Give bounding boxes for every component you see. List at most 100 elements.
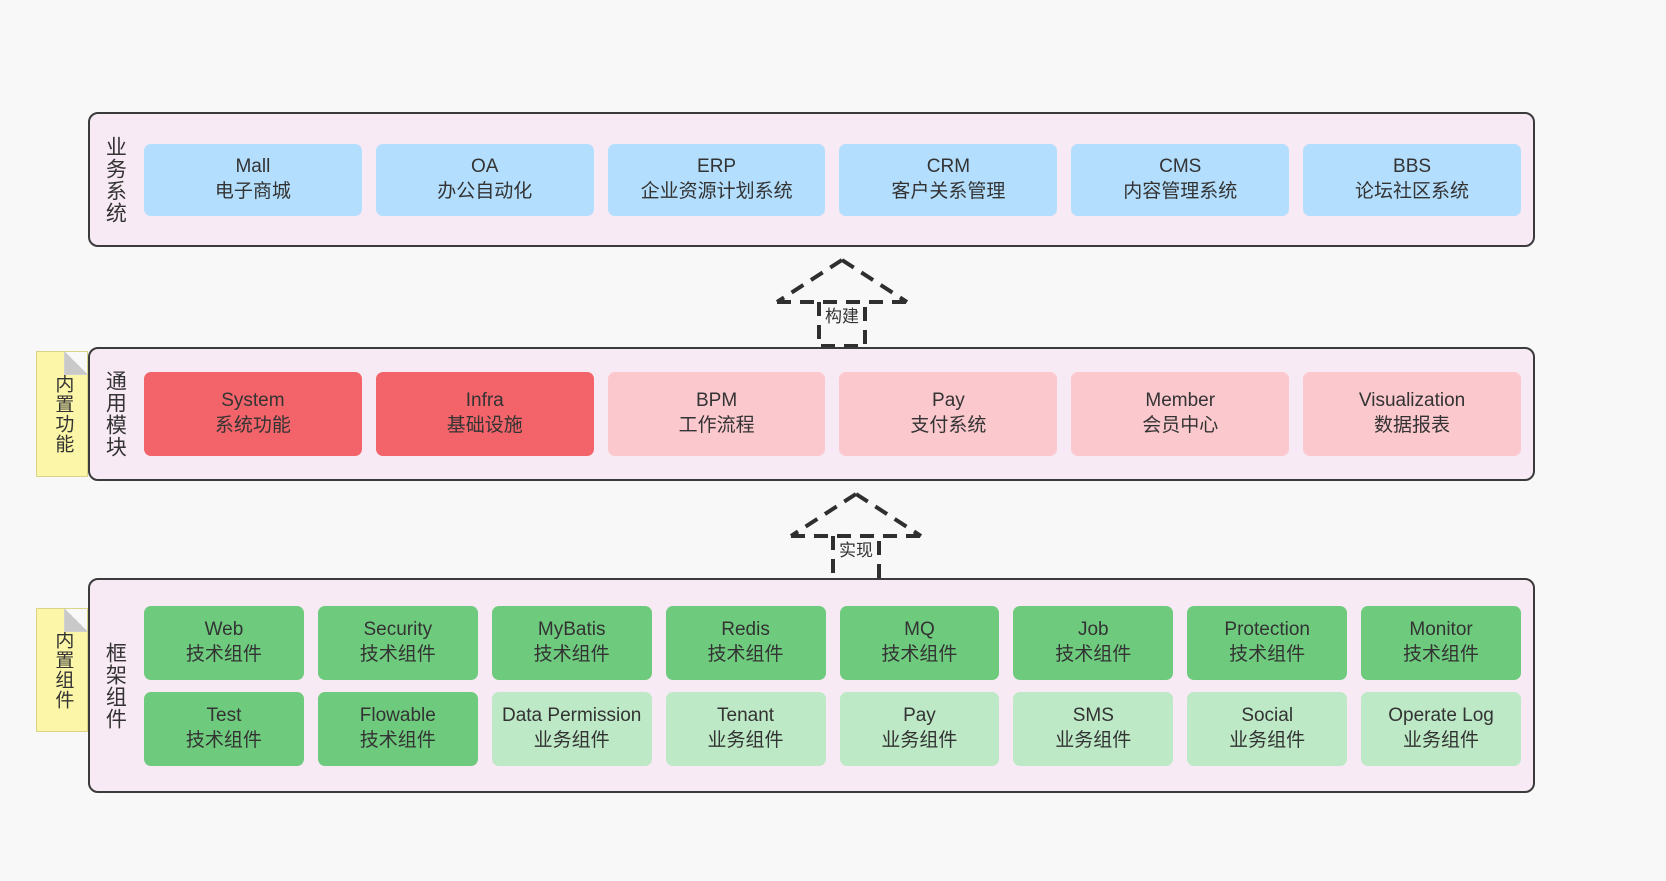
node-cms-cn: 内容管理系统 bbox=[1123, 180, 1238, 202]
node-sms[interactable]: SMS 业务组件 bbox=[1013, 691, 1174, 766]
node-operate-log-en: Operate Log bbox=[1388, 704, 1494, 726]
layer-body-common-module: System 系统功能 Infra 基础设施 BPM 工作流程 Pay 支付系统… bbox=[138, 349, 1533, 479]
node-security-cn: 技术组件 bbox=[359, 643, 436, 665]
node-bpm[interactable]: BPM 工作流程 bbox=[607, 372, 826, 456]
node-system-cn: 系统功能 bbox=[214, 415, 291, 436]
node-test-cn: 技术组件 bbox=[185, 729, 262, 751]
connector-build-label: 构建 bbox=[825, 307, 859, 326]
node-flowable-cn: 技术组件 bbox=[359, 729, 436, 751]
node-monitor[interactable]: Monitor 技术组件 bbox=[1361, 605, 1521, 680]
node-mq-cn: 技术组件 bbox=[881, 643, 958, 665]
node-web[interactable]: Web 技术组件 bbox=[144, 605, 304, 680]
node-erp-en: ERP bbox=[697, 155, 737, 177]
node-oa-en: OA bbox=[471, 155, 499, 177]
layer-business-system: 业务系统 Mall 电子商城 OA 办公自动化 ERP 企业资源计划系统 CRM… bbox=[88, 112, 1535, 247]
node-mq[interactable]: MQ 技术组件 bbox=[839, 605, 1000, 680]
node-pay-module[interactable]: Pay 支付系统 bbox=[839, 372, 1058, 456]
node-redis[interactable]: Redis 技术组件 bbox=[665, 605, 826, 680]
node-social-cn: 业务组件 bbox=[1229, 729, 1306, 751]
node-mybatis-en: MyBatis bbox=[537, 618, 606, 640]
node-tenant-cn: 业务组件 bbox=[707, 729, 784, 751]
connector-implement-label: 实现 bbox=[839, 541, 873, 560]
connector-build-arrow: 构建 bbox=[757, 256, 927, 348]
node-member[interactable]: Member 会员中心 bbox=[1071, 372, 1290, 456]
node-member-en: Member bbox=[1145, 390, 1216, 412]
node-data-permission-cn: 业务组件 bbox=[533, 729, 610, 751]
layer-body-business-system: Mall 电子商城 OA 办公自动化 ERP 企业资源计划系统 CRM 客户关系… bbox=[138, 114, 1533, 245]
node-test-en: Test bbox=[206, 704, 242, 726]
framework-row-technical: Web 技术组件 Security 技术组件 MyBatis 技术组件 Redi… bbox=[144, 605, 1521, 680]
layer-title-business-system: 业务系统 bbox=[103, 135, 127, 224]
node-mall-en: Mall bbox=[235, 155, 271, 177]
node-flowable-en: Flowable bbox=[359, 704, 436, 726]
note-builtin-component-text: 内置组件 bbox=[52, 630, 74, 710]
node-mall[interactable]: Mall 电子商城 bbox=[144, 143, 362, 216]
node-pay-component-en: Pay bbox=[903, 704, 936, 726]
node-operate-log-cn: 业务组件 bbox=[1403, 729, 1480, 751]
node-data-permission[interactable]: Data Permission 业务组件 bbox=[491, 691, 652, 766]
node-security[interactable]: Security 技术组件 bbox=[317, 605, 478, 680]
node-infra[interactable]: Infra 基础设施 bbox=[375, 372, 594, 456]
node-mybatis-cn: 技术组件 bbox=[533, 643, 610, 665]
node-test[interactable]: Test 技术组件 bbox=[144, 691, 304, 766]
node-pay-component-cn: 业务组件 bbox=[881, 729, 958, 751]
node-visualization-cn: 数据报表 bbox=[1374, 415, 1451, 436]
node-bbs[interactable]: BBS 论坛社区系统 bbox=[1303, 143, 1521, 216]
node-mq-en: MQ bbox=[904, 618, 935, 640]
node-job-cn: 技术组件 bbox=[1055, 643, 1132, 665]
layer-body-framework-component: Web 技术组件 Security 技术组件 MyBatis 技术组件 Redi… bbox=[138, 580, 1533, 791]
layer-common-module: 通用模块 System 系统功能 Infra 基础设施 BPM 工作流程 Pay… bbox=[88, 347, 1535, 481]
node-crm-en: CRM bbox=[926, 155, 971, 177]
node-job[interactable]: Job 技术组件 bbox=[1013, 605, 1174, 680]
node-bbs-en: BBS bbox=[1393, 155, 1432, 177]
connector-implement-arrow: 实现 bbox=[771, 490, 941, 582]
node-cms-en: CMS bbox=[1159, 155, 1202, 177]
node-visualization-en: Visualization bbox=[1358, 390, 1466, 412]
node-bbs-cn: 论坛社区系统 bbox=[1355, 180, 1470, 202]
note-builtin-function-text: 内置功能 bbox=[52, 374, 74, 454]
node-visualization[interactable]: Visualization 数据报表 bbox=[1303, 372, 1521, 456]
node-job-en: Job bbox=[1077, 618, 1109, 640]
node-crm[interactable]: CRM 客户关系管理 bbox=[839, 143, 1058, 216]
node-oa[interactable]: OA 办公自动化 bbox=[375, 143, 594, 216]
node-oa-cn: 办公自动化 bbox=[437, 180, 533, 202]
node-system-en: System bbox=[221, 390, 285, 412]
node-protection[interactable]: Protection 技术组件 bbox=[1187, 605, 1348, 680]
node-redis-en: Redis bbox=[721, 618, 770, 640]
node-web-cn: 技术组件 bbox=[185, 643, 262, 665]
node-web-en: Web bbox=[204, 618, 244, 640]
node-social-en: Social bbox=[1241, 704, 1294, 726]
node-flowable[interactable]: Flowable 技术组件 bbox=[317, 691, 478, 766]
node-sms-cn: 业务组件 bbox=[1055, 729, 1132, 751]
node-infra-cn: 基础设施 bbox=[446, 415, 523, 436]
node-bpm-cn: 工作流程 bbox=[678, 415, 755, 436]
node-data-permission-en: Data Permission bbox=[501, 704, 642, 726]
node-operate-log[interactable]: Operate Log 业务组件 bbox=[1361, 691, 1521, 766]
node-cms[interactable]: CMS 内容管理系统 bbox=[1071, 143, 1290, 216]
node-pay-component[interactable]: Pay 业务组件 bbox=[839, 691, 1000, 766]
node-protection-cn: 技术组件 bbox=[1229, 643, 1306, 665]
node-crm-cn: 客户关系管理 bbox=[891, 180, 1006, 202]
node-bpm-en: BPM bbox=[695, 390, 738, 412]
node-mybatis[interactable]: MyBatis 技术组件 bbox=[491, 605, 652, 680]
node-sms-en: SMS bbox=[1072, 704, 1114, 726]
node-protection-en: Protection bbox=[1224, 618, 1310, 640]
node-social[interactable]: Social 业务组件 bbox=[1187, 691, 1348, 766]
note-builtin-function: 内置功能 bbox=[36, 351, 88, 477]
node-monitor-en: Monitor bbox=[1409, 618, 1473, 640]
node-redis-cn: 技术组件 bbox=[707, 643, 784, 665]
layer-title-common-module: 通用模块 bbox=[103, 370, 127, 458]
node-member-cn: 会员中心 bbox=[1142, 415, 1219, 436]
node-monitor-cn: 技术组件 bbox=[1403, 643, 1480, 665]
note-builtin-component: 内置组件 bbox=[36, 608, 88, 732]
node-system[interactable]: System 系统功能 bbox=[144, 372, 362, 456]
node-tenant[interactable]: Tenant 业务组件 bbox=[665, 691, 826, 766]
layer-framework-component: 框架组件 Web 技术组件 Security 技术组件 MyBatis 技术组件… bbox=[88, 578, 1535, 793]
node-pay-module-cn: 支付系统 bbox=[910, 415, 987, 436]
node-pay-module-en: Pay bbox=[932, 390, 965, 412]
node-infra-en: Infra bbox=[465, 390, 504, 412]
node-erp-cn: 企业资源计划系统 bbox=[640, 180, 793, 202]
node-tenant-en: Tenant bbox=[717, 704, 775, 726]
node-erp[interactable]: ERP 企业资源计划系统 bbox=[607, 143, 826, 216]
